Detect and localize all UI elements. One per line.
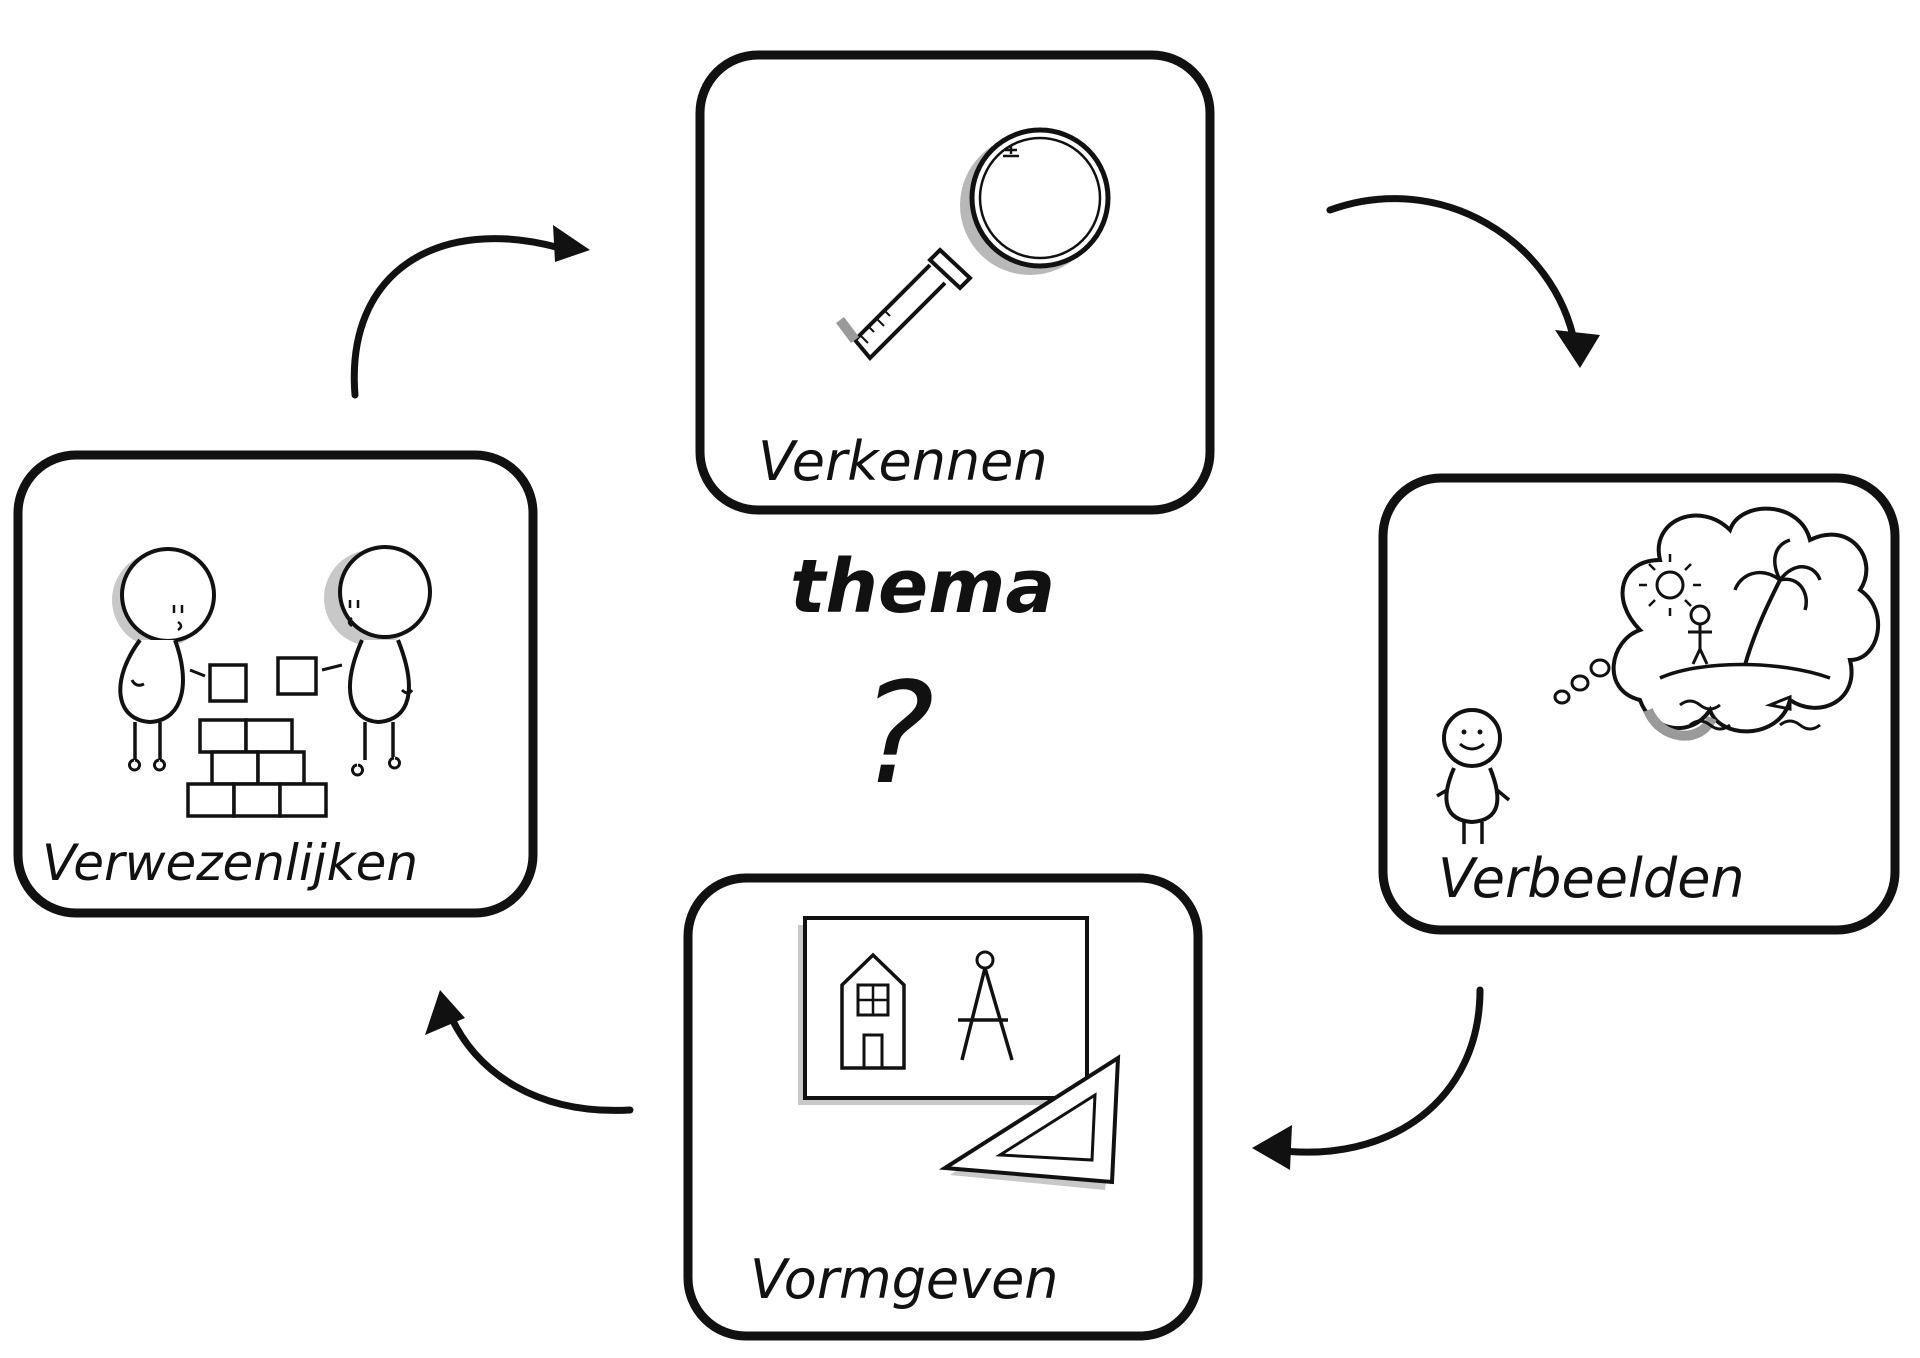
stage-card-verkennen: Verkennen [695, 50, 1215, 515]
arrow-verwezenlijken-to-verkennen [350, 235, 564, 399]
stage-label-verkennen: Verkennen [758, 430, 1048, 493]
arrowhead-icon [553, 225, 590, 262]
card-frame [1378, 473, 1900, 935]
center-theme: thema ? [790, 544, 1055, 816]
question-mark-icon: ? [860, 653, 934, 816]
card-frame [13, 450, 538, 918]
card-frame [695, 50, 1215, 515]
stage-label-verbeelden: Verbeelden [1438, 847, 1745, 910]
stage-card-verwezenlijken: Verwezenlijken [13, 450, 538, 918]
arrowhead-icon [1252, 1125, 1292, 1170]
magnifying-glass-icon [836, 127, 1111, 361]
cycle-arrows [350, 195, 1579, 1156]
arrowhead-icon [425, 990, 465, 1035]
card-frame [683, 873, 1203, 1341]
stage-card-vormgeven: Vormgeven [683, 873, 1203, 1341]
arrow-vormgeven-to-verwezenlijken [444, 1006, 634, 1114]
dreaming-child-icon [1436, 506, 1880, 844]
drawing-board-icon [798, 916, 1121, 1190]
arrow-verbeelden-to-vormgeven [1271, 986, 1484, 1156]
building-blocks-icon [112, 545, 432, 818]
stage-card-verbeelden: Verbeelden [1378, 473, 1900, 935]
arrow-verkennen-to-verbeelden [1326, 195, 1579, 349]
center-title: thema [790, 544, 1055, 630]
stage-label-vormgeven: Vormgeven [750, 1248, 1059, 1311]
arrowhead-icon [1555, 330, 1600, 368]
stage-label-verwezenlijken: Verwezenlijken [42, 834, 418, 892]
arrow-heads [425, 225, 1600, 1170]
